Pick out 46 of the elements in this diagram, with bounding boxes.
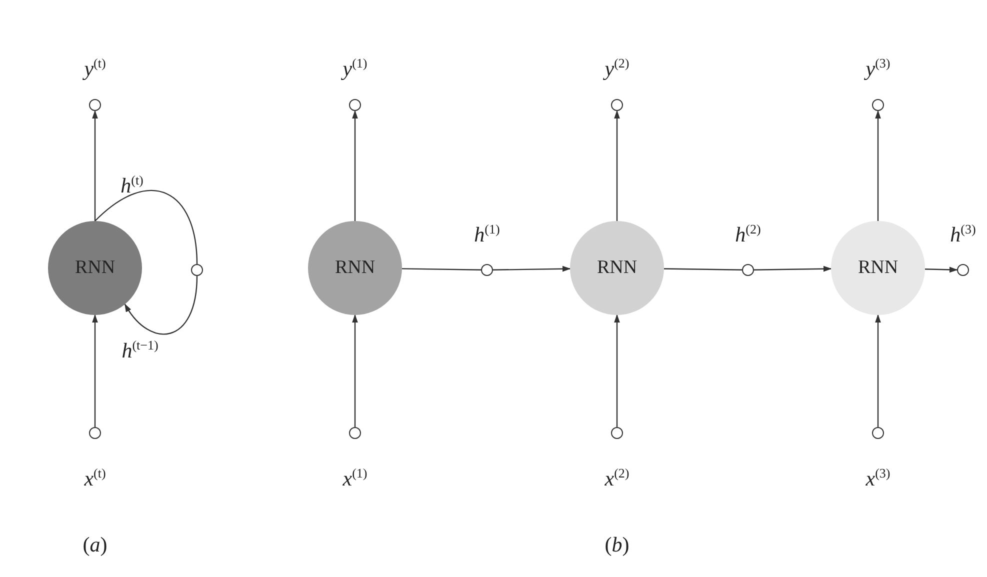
edge-label: h$^{(t−1)}$ [122, 338, 158, 362]
connector-line [402, 268, 482, 270]
node-label: RNN [334, 257, 376, 279]
small-circle [872, 427, 884, 439]
variable-label: x$^{(1)}$ [342, 466, 368, 490]
arrow [875, 314, 881, 427]
variable-label: h$^{(3)}$ [950, 222, 976, 246]
small-circle [611, 99, 623, 111]
node-label: RNN [596, 257, 638, 279]
arrow [92, 110, 98, 221]
arrow [492, 266, 571, 272]
node-label: RNN [74, 257, 116, 279]
connector-line [94, 190, 198, 264]
edge-label: h$^{(t)}$ [120, 174, 144, 196]
variable-label: y$^{(1)}$ [342, 56, 368, 80]
variable-label: y$^{(3)}$ [866, 56, 890, 80]
variable-label: x$^{(3)}$ [866, 466, 890, 490]
variable-label: x$^{(t)}$ [84, 466, 106, 490]
arrow [124, 276, 198, 335]
node-label: RNN [858, 257, 898, 279]
arrow [352, 314, 358, 427]
arrow [614, 314, 620, 427]
variable-label: h$^{(2)}$ [735, 222, 761, 246]
small-circle [349, 427, 361, 439]
small-circle [89, 99, 101, 111]
panel-label: (a) [82, 534, 108, 556]
small-circle [191, 264, 203, 276]
small-circle [349, 99, 361, 111]
variable-label: h$^{(1)}$ [474, 222, 500, 246]
variable-label: x$^{(2)}$ [604, 466, 630, 490]
variable-label: y$^{(t)}$ [84, 56, 106, 80]
small-circle [611, 427, 623, 439]
small-circle [89, 427, 101, 439]
panel-label: (b) [604, 534, 630, 556]
small-circle [957, 264, 969, 276]
small-circle [742, 264, 754, 276]
small-circle [872, 99, 884, 111]
arrow [924, 266, 958, 273]
small-circle [481, 264, 493, 276]
connector-line [664, 268, 742, 270]
arrow [92, 314, 98, 427]
arrow [614, 110, 620, 221]
arrow [875, 110, 881, 221]
variable-label: y$^{(2)}$ [604, 56, 630, 80]
arrow [754, 266, 832, 272]
arrow [352, 110, 358, 221]
